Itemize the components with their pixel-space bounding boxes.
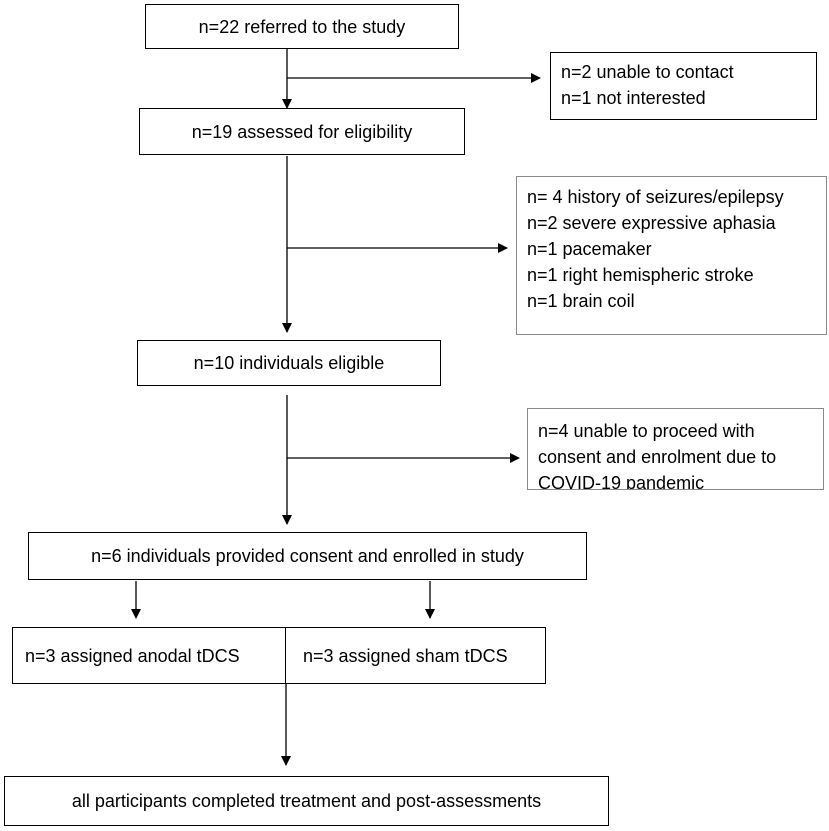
excluded-eligibility-line: n=1 brain coil xyxy=(527,291,635,311)
referred-text: n=22 referred to the study xyxy=(198,16,406,37)
excluded-eligibility-line: n=1 pacemaker xyxy=(527,239,652,259)
box-enrolled: n=6 individuals provided consent and enr… xyxy=(28,532,587,580)
box-allocation: n=3 assigned anodal tDCS n=3 assigned sh… xyxy=(12,627,546,684)
excluded-covid-line: consent and enrolment due to xyxy=(538,447,777,467)
eligible-text: n=10 individuals eligible xyxy=(193,353,385,373)
excluded-eligibility-line: n=2 severe expressive aphasia xyxy=(527,213,776,233)
anodal-text: n=3 assigned anodal tDCS xyxy=(25,646,240,666)
box-excluded-eligibility: n= 4 history of seizures/epilepsy n=2 se… xyxy=(516,176,827,335)
completed-text: all participants completed treatment and… xyxy=(71,791,542,811)
box-assessed: n=19 assessed for eligibility xyxy=(139,108,465,155)
sham-text: n=3 assigned sham tDCS xyxy=(303,646,508,666)
box-completed: all participants completed treatment and… xyxy=(4,776,609,826)
excluded-eligibility-line: n=1 right hemispheric stroke xyxy=(527,265,754,285)
excluded-covid-line: n=4 unable to proceed with xyxy=(538,421,755,441)
enrolled-text: n=6 individuals provided consent and enr… xyxy=(91,546,524,566)
excluded-covid-line: COVID-19 pandemic xyxy=(538,473,705,490)
allocation-divider xyxy=(285,628,286,683)
excluded-contact-line: n=1 not interested xyxy=(561,88,706,108)
box-eligible: n=10 individuals eligible xyxy=(137,340,441,386)
box-excluded-contact: n=2 unable to contact n=1 not interested xyxy=(550,52,817,120)
assessed-text: n=19 assessed for eligibility xyxy=(191,121,413,142)
box-excluded-covid: n=4 unable to proceed with consent and e… xyxy=(527,408,824,490)
excluded-contact-line: n=2 unable to contact xyxy=(561,62,734,82)
excluded-eligibility-line: n= 4 history of seizures/epilepsy xyxy=(527,187,784,207)
box-referred: n=22 referred to the study xyxy=(145,4,459,49)
